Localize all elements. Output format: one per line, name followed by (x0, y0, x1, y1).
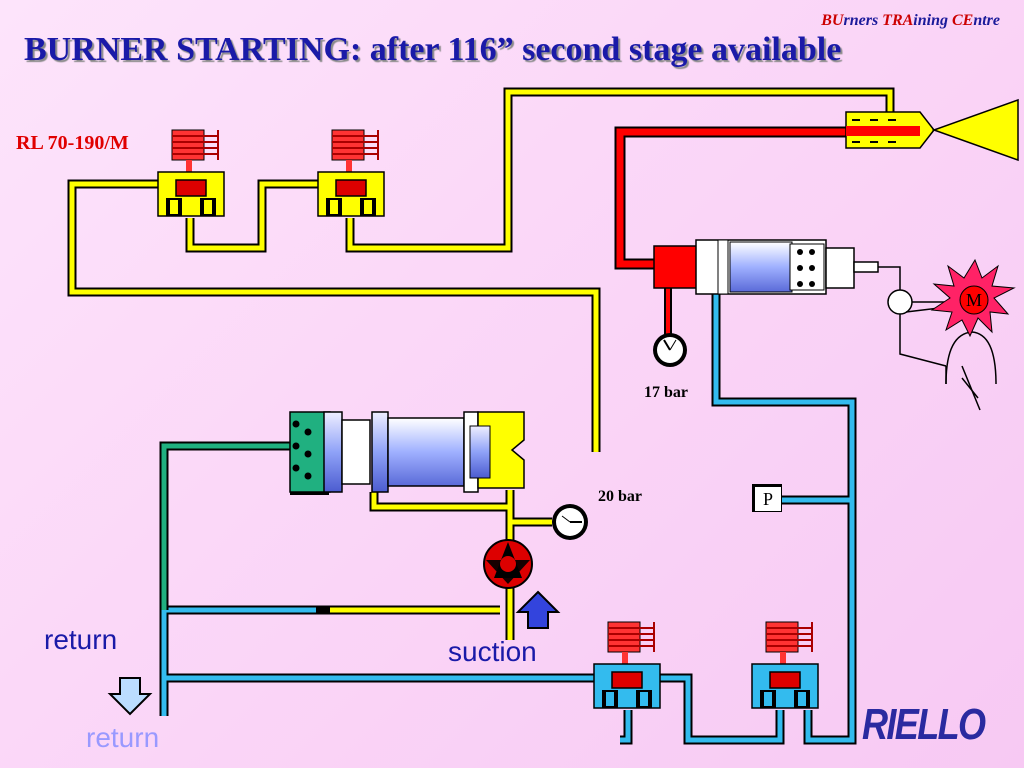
solenoid-valve-3 (593, 621, 661, 709)
return-label-muted: return (86, 722, 160, 753)
page-title: BURNER STARTING: after 116” second stage… (24, 31, 842, 68)
riello-logo: RIELLO (862, 700, 986, 749)
brand-part-4: ining (913, 12, 952, 29)
pressure-label-17: 17 bar (644, 384, 688, 401)
solenoid-valve-2 (317, 129, 385, 217)
blue-return-lines (159, 292, 857, 745)
solenoid-valve-1 (157, 129, 225, 217)
hydraulic-jack (653, 239, 901, 300)
flame-cone (931, 98, 1019, 162)
pressure-label-20: 20 bar (598, 488, 642, 505)
brand-header: BUrners TRAining CEntre (821, 12, 1000, 30)
brand-part-3: TRA (882, 12, 914, 29)
pressure-switch: P (754, 486, 782, 512)
motor-label: M (966, 290, 983, 310)
return-label: return (44, 624, 118, 655)
pump-regulator (289, 411, 525, 493)
solenoid-valve-4 (751, 621, 819, 709)
motor-icon (930, 258, 1016, 338)
arrow-down-icon (107, 677, 153, 716)
red-high-pressure-line (614, 126, 920, 340)
brand-part-1: BU (821, 12, 844, 29)
model-label: RL 70-190/M (16, 132, 129, 154)
pressure-gauge-icon (653, 333, 687, 367)
suction-label: suction (448, 636, 537, 667)
pressure-gauge-icon (552, 504, 588, 540)
brand-part-6: ntre (973, 12, 1000, 29)
brand-part-2: rners (843, 12, 883, 29)
pump-icon (483, 539, 533, 589)
nozzle-icon (845, 111, 935, 149)
arrow-up-icon (515, 590, 561, 629)
yellow-supply-lines (67, 87, 895, 640)
brand-part-5: CE (951, 12, 974, 29)
